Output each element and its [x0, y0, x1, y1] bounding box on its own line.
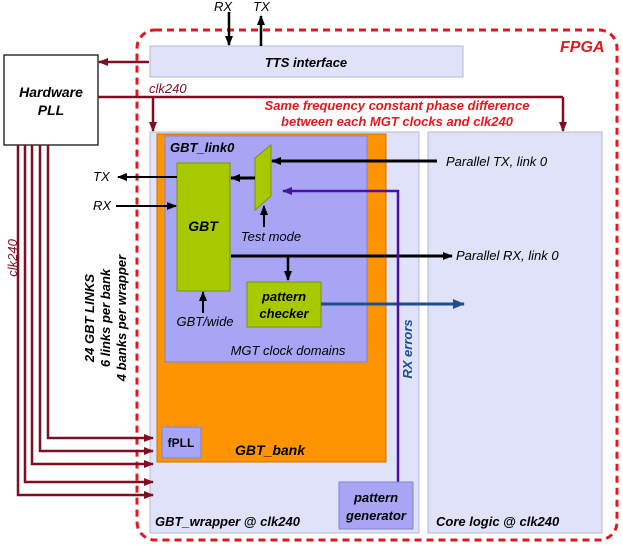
gbt-block-label: GBT	[188, 218, 219, 234]
rx-errors-label: RX errors	[400, 319, 415, 378]
clk240-top-label: clk240	[149, 81, 187, 96]
test-mode-mux	[254, 143, 272, 212]
phase-note-line2: between each MGT clocks and clk240	[281, 114, 514, 129]
links-info-line1: 24 GBT LINKS	[82, 274, 97, 363]
side-clock-lines	[16, 145, 154, 499]
phase-note-line1: Same frequency constant phase difference	[265, 98, 530, 113]
hardware-pll-line2: PLL	[38, 102, 64, 118]
pattern-generator-box	[338, 481, 414, 530]
pattern-gen-line	[282, 187, 400, 482]
clk-line-2	[38, 145, 154, 455]
parallel-rx-label: Parallel RX, link 0	[456, 248, 559, 263]
tts-interface-label: TTS interface	[265, 55, 347, 70]
tts-rx-label: RX	[214, 0, 233, 14]
hardware-pll-line1: Hardware	[19, 84, 83, 100]
gbt-wide-label: GBT/wide	[176, 314, 233, 329]
rx-label: RX	[93, 198, 112, 213]
gbt-block	[176, 162, 231, 292]
hardware-pll-box	[3, 54, 99, 146]
gbt-link0-title: GBT_link0	[170, 140, 235, 155]
pattern-checker-line2: checker	[259, 306, 309, 321]
clk-line-5	[16, 145, 154, 499]
fpga-boundary	[135, 28, 619, 542]
test-mode-label: Test mode	[241, 229, 301, 244]
tts-tx-label: TX	[253, 0, 271, 14]
mgt-clock-domains-label: MGT clock domains	[231, 343, 346, 358]
clk-line-4	[23, 145, 154, 486]
gbt-wrapper-label: GBT_wrapper @ clk240	[155, 514, 301, 529]
fpga-label: FPGA	[560, 39, 604, 56]
pattern-checker-line1: pattern	[261, 289, 306, 304]
parallel-tx-label: Parallel TX, link 0	[446, 154, 548, 169]
tts-interface-box	[149, 45, 464, 78]
pattern-checker-box	[246, 281, 322, 328]
fpll-box	[161, 426, 202, 459]
clk240-side-label: clk240	[5, 238, 20, 276]
fpll-label: fPLL	[168, 436, 195, 450]
tx-label: TX	[93, 169, 111, 184]
gbt-bank-label: GBT_bank	[235, 442, 306, 458]
core-logic-box	[427, 131, 603, 534]
pattern-generator-line2: generator	[345, 508, 407, 523]
clk-line-1	[46, 145, 154, 442]
clk-line-3	[30, 145, 154, 468]
links-info-line2: 6 links per bank	[98, 268, 113, 367]
links-info-line3: 4 banks per wrapper	[114, 254, 129, 382]
core-logic-label: Core logic @ clk240	[436, 514, 560, 529]
pattern-generator-line1: pattern	[353, 490, 398, 505]
